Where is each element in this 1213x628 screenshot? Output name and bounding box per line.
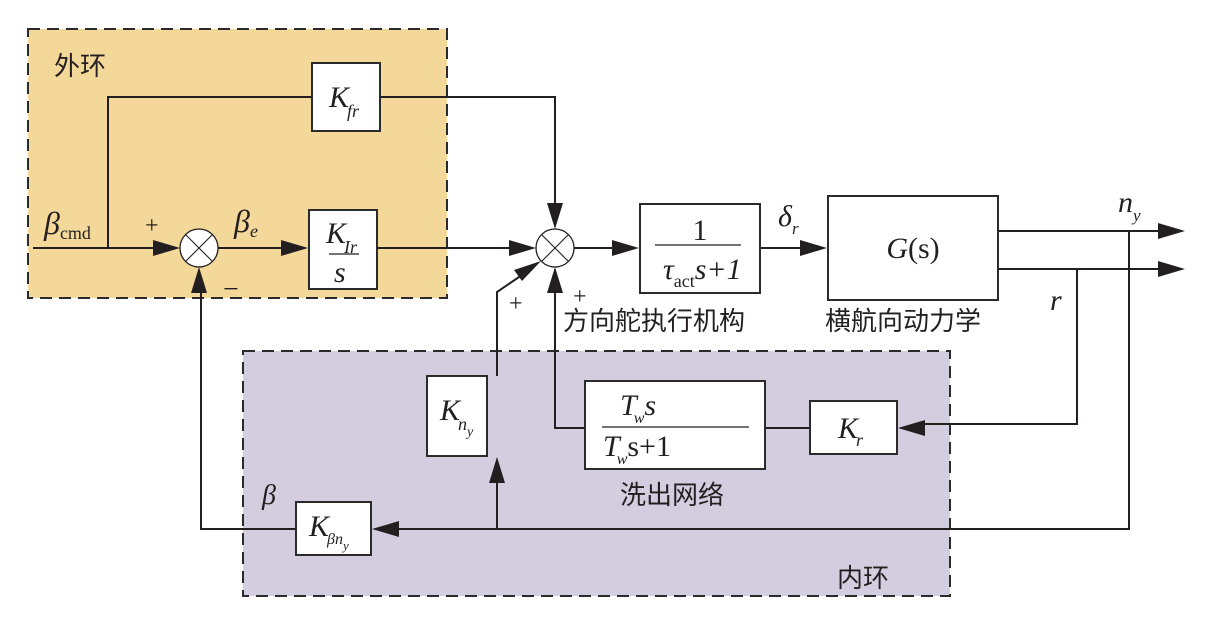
arrow-into-plant [800,240,827,256]
block-k-fr: Kfr [311,62,381,132]
wire-beta-feedback [200,292,296,530]
block-plant: G(s) [827,195,999,301]
wires [33,96,1160,530]
wire-feedforward-branch [107,96,312,248]
wire-kfr-to-sum2 [380,96,556,213]
block-k-ny: Kny [426,375,488,457]
signal-n-y: ny [1118,186,1141,225]
arrow-into-kr [898,420,925,436]
arrow-into-kir [281,240,308,256]
svg-text:Kny: Kny [439,394,474,440]
arrow-r-output [1158,261,1185,277]
arrow-into-actuator [612,240,639,256]
wire-kny-to-sum2 [496,274,523,376]
svg-text:s: s [334,256,346,289]
arrow-into-sum2-diagonal [514,261,541,281]
arrow-ny-output [1158,223,1185,239]
block-actuator: 1 τacts+1 [639,203,761,294]
sum1-plus-sign: + [145,213,159,239]
sum2-plus-sign-ny: + [509,291,523,317]
signal-delta-r: δr [778,200,799,238]
signal-beta-e: βe [233,203,258,241]
svg-text:Kr: Kr [837,412,864,450]
block-k-ir-over-s: KIr s [308,209,378,290]
block-washout: Tws Tws+1 [584,380,766,470]
arrowheads [153,203,1185,537]
wire-r-feedback [922,269,1078,425]
svg-text:G(s): G(s) [886,232,939,265]
svg-text:1: 1 [693,214,708,247]
signal-r: r [1050,284,1062,317]
arrow-into-kbetany [372,521,399,537]
wire-ny-feedback [396,231,1130,530]
signal-beta-cmd: βcmd [43,205,91,243]
outer-loop-label: 外环 [54,52,106,82]
arrow-into-sum2-left [509,240,536,256]
sum1-minus-sign: − [223,274,239,305]
svg-text:τacts+1: τacts+1 [663,253,742,291]
plant-caption: 横航向动力学 [825,307,981,337]
signal-beta: β [261,480,276,511]
inner-loop-label: 内环 [837,564,889,594]
arrow-into-sum1-left [153,240,180,256]
svg-text:Kβny: Kβny [308,510,349,553]
svg-text:Tws+1: Tws+1 [603,430,671,468]
block-k-beta-ny: Kβny [295,501,372,556]
arrow-into-sum2-top [547,203,563,229]
arrow-into-kny [489,457,505,483]
wire-washout-to-sum2 [554,292,585,429]
svg-text:Kfr: Kfr [328,81,360,121]
sum2-plus-sign-washout: + [573,284,587,310]
washout-caption: 洗出网络 [620,481,724,511]
svg-text:Tws: Tws [620,389,656,427]
actuator-caption: 方向舵执行机构 [563,307,745,337]
sum-junction-1 [179,228,219,268]
svg-text:KIr: KIr [325,217,358,257]
sum-junction-2 [535,228,575,268]
arrow-into-sum1-bottom [191,267,207,293]
block-k-r: Kr [809,400,898,455]
arrow-into-sum2-bottom [547,267,563,293]
